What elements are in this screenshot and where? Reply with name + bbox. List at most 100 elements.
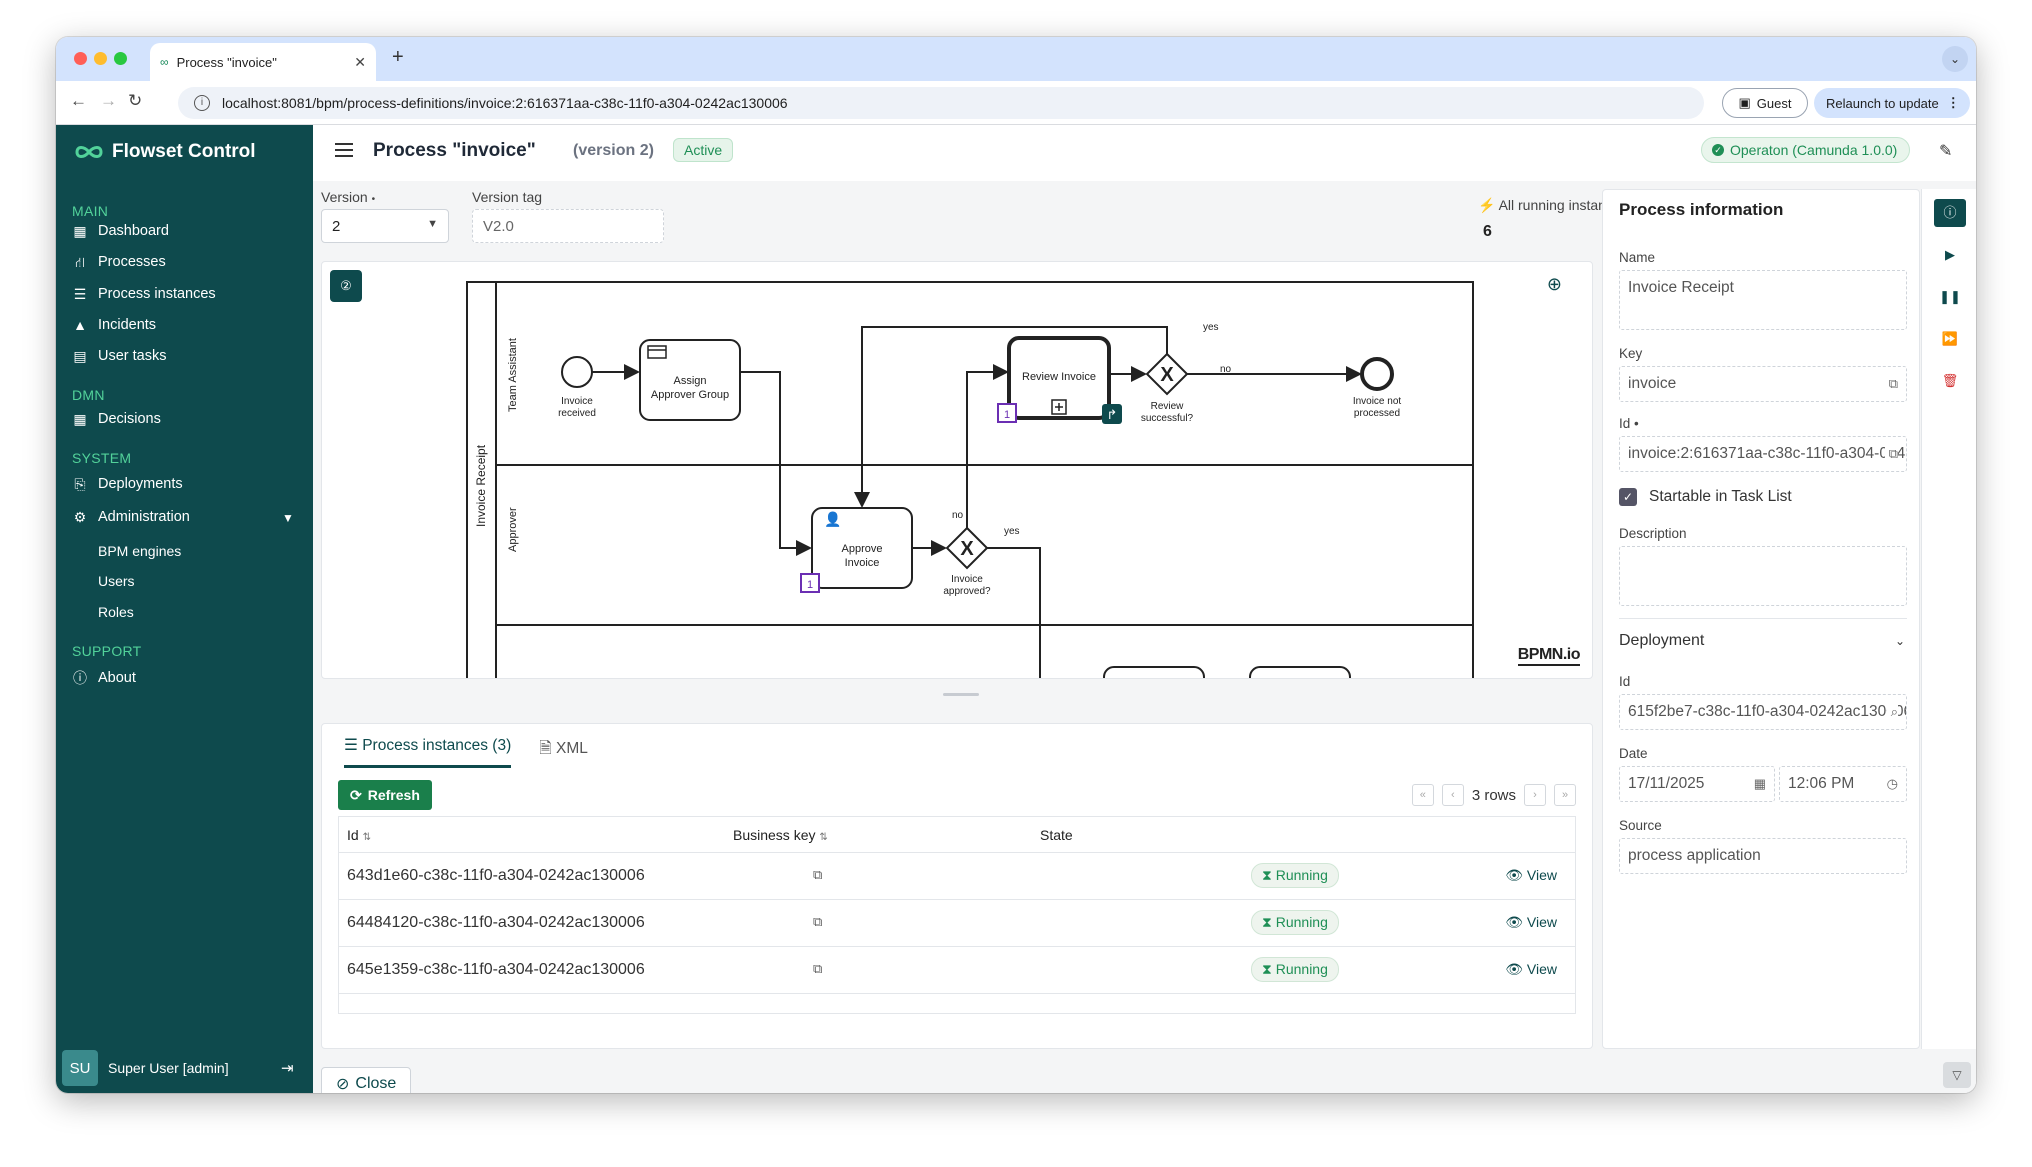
- pagination: « ‹ 3 rows › »: [1411, 784, 1576, 806]
- col-id[interactable]: Id ⇅: [347, 827, 371, 843]
- logout-icon[interactable]: ⇥: [281, 1060, 294, 1077]
- sidebar-item-about[interactable]: ⓘ About: [72, 670, 136, 686]
- guest-profile-button[interactable]: ▣ Guest: [1722, 88, 1808, 118]
- reload-icon[interactable]: ↻: [128, 91, 143, 110]
- sidebar-item-roles[interactable]: Roles: [98, 604, 134, 620]
- feedback-icon[interactable]: ▽: [1943, 1062, 1971, 1088]
- sidebar-item-administration[interactable]: ⚙ Administration: [72, 509, 190, 525]
- bpmn-io-logo[interactable]: BPMN.io: [1517, 646, 1581, 666]
- engine-badge[interactable]: ✓ Operaton (Camunda 1.0.0): [1701, 137, 1911, 163]
- new-tab-icon[interactable]: +: [392, 46, 404, 68]
- sidebar-item-processes[interactable]: ⛙ Processes: [72, 254, 166, 270]
- version-tag-field: V2.0: [472, 209, 664, 243]
- section-dmn: DMN: [72, 387, 105, 403]
- fast-forward-icon[interactable]: ⏩: [1941, 331, 1959, 346]
- copy-icon[interactable]: ⧉: [1884, 446, 1898, 462]
- refresh-button[interactable]: ⟳ Refresh: [338, 780, 432, 810]
- browser-tab[interactable]: ∞ Process "invoice" ✕: [150, 43, 376, 81]
- user-menu[interactable]: SU Super User [admin]: [62, 1043, 307, 1093]
- relaunch-button[interactable]: Relaunch to update ⋮: [1814, 88, 1970, 118]
- sidebar-item-label: Administration: [98, 509, 190, 525]
- site-info-icon[interactable]: i: [194, 95, 210, 111]
- sidebar-item-incidents[interactable]: ▲ Incidents: [72, 317, 156, 333]
- sidebar-item-label: Processes: [98, 254, 166, 270]
- close-button[interactable]: ⊘ Close: [321, 1067, 412, 1093]
- instance-id: 645e1359-c38c-11f0-a304-0242ac130006: [347, 961, 645, 978]
- svg-text:👤: 👤: [824, 511, 841, 528]
- version-label: Version •: [321, 189, 376, 205]
- url-input[interactable]: i localhost:8081/bpm/process-definitions…: [178, 87, 1704, 119]
- view-link[interactable]: 👁 View: [1505, 914, 1557, 930]
- svg-text:X: X: [1160, 364, 1174, 386]
- svg-text:processed: processed: [1354, 408, 1400, 419]
- chevron-down-icon[interactable]: ⌄: [1894, 634, 1905, 648]
- end-event: [1360, 357, 1394, 391]
- forward-icon[interactable]: →: [100, 91, 117, 110]
- svg-text:1: 1: [1004, 409, 1010, 421]
- copy-icon[interactable]: ⧉: [813, 914, 823, 929]
- prev-page-icon[interactable]: ‹: [1441, 784, 1464, 806]
- tab-xml[interactable]: 🗎 XML: [539, 740, 588, 757]
- close-window-button[interactable]: [74, 52, 87, 65]
- menu-toggle-icon[interactable]: [335, 143, 353, 157]
- name-field: Invoice Receipt: [1619, 270, 1907, 330]
- sidebar-item-deployments[interactable]: ⎘ Deployments: [72, 476, 182, 492]
- first-page-icon[interactable]: «: [1411, 784, 1434, 806]
- edit-icon[interactable]: ✎: [1939, 143, 1953, 160]
- deployment-id-field: 615f2be7-c38c-11f0-a304-0242ac130006 ⌕: [1619, 694, 1907, 730]
- table-row: 64484120-c38c-11f0-a304-0242ac130006 ⧉ ⧗…: [339, 900, 1575, 947]
- sidebar-item-dashboard[interactable]: ▦ Dashboard: [72, 223, 169, 239]
- section-system: SYSTEM: [72, 450, 132, 466]
- copy-icon[interactable]: ⧉: [813, 867, 823, 882]
- version-select[interactable]: 2 ▼: [321, 209, 449, 243]
- view-link[interactable]: 👁 View: [1505, 867, 1557, 883]
- copy-icon[interactable]: ⧉: [1884, 376, 1898, 392]
- play-icon[interactable]: ▶: [1945, 247, 1955, 262]
- svg-text:Review: Review: [1151, 401, 1185, 412]
- sidebar-item-users[interactable]: Users: [98, 573, 135, 589]
- last-page-icon[interactable]: »: [1554, 784, 1576, 806]
- key-label: Key: [1619, 346, 1643, 361]
- id-field: invoice:2:616371aa-c38c-11f0-a304-0242ac…: [1619, 436, 1907, 472]
- col-business-key[interactable]: Business key ⇅: [733, 827, 828, 843]
- instance-marker: [800, 573, 820, 593]
- sidebar-item-bpm-engines[interactable]: BPM engines: [98, 543, 182, 559]
- chevron-down-icon[interactable]: ▼: [282, 511, 294, 525]
- resize-handle[interactable]: [943, 693, 979, 696]
- bpmn-diagram[interactable]: ② Invoice Receipt Team Assistant Approve…: [321, 261, 1593, 679]
- tabs: ☰ Process instances (3) 🗎 XML: [344, 736, 588, 768]
- startable-checkbox[interactable]: ✓: [1619, 488, 1637, 506]
- sidebar-item-decisions[interactable]: ▦ Decisions: [72, 411, 160, 427]
- copy-icon[interactable]: ⧉: [813, 961, 823, 976]
- svg-text:Invoice: Invoice: [561, 396, 593, 407]
- tab-process-instances[interactable]: ☰ Process instances (3): [344, 736, 512, 768]
- close-tab-icon[interactable]: ✕: [354, 53, 366, 70]
- svg-text:Invoice: Invoice: [951, 574, 983, 585]
- info-icon[interactable]: ⓘ: [1934, 199, 1966, 227]
- brand[interactable]: Flowset Control: [74, 141, 256, 163]
- deployment-section-toggle[interactable]: Deployment: [1619, 632, 1705, 649]
- recenter-icon[interactable]: ⊕: [1546, 274, 1562, 294]
- view-link[interactable]: 👁 View: [1505, 961, 1557, 977]
- trash-icon[interactable]: 🗑: [1941, 373, 1959, 388]
- sidebar-item-process-instances[interactable]: ☰ Process instances: [72, 286, 216, 302]
- browser-addressbar: ← → ↻ i localhost:8081/bpm/process-defin…: [56, 81, 1976, 125]
- pause-icon[interactable]: ❚❚: [1939, 289, 1961, 304]
- list-icon: ☰: [73, 286, 87, 302]
- rows-count: 3 rows: [1471, 786, 1516, 804]
- next-page-icon[interactable]: ›: [1524, 784, 1546, 806]
- back-icon[interactable]: ←: [70, 91, 87, 110]
- search-icon[interactable]: ⌕: [1886, 704, 1898, 720]
- section-main: MAIN: [72, 203, 109, 219]
- date-label: Date: [1619, 746, 1648, 761]
- instance-count-icon[interactable]: ②: [330, 270, 362, 302]
- tab-search-icon[interactable]: ⌄: [1942, 46, 1968, 72]
- instance-id: 643d1e60-c38c-11f0-a304-0242ac130006: [347, 867, 645, 884]
- more-vert-icon[interactable]: ⋮: [1946, 95, 1960, 110]
- maximize-window-button[interactable]: [114, 52, 127, 65]
- browser-window: ∞ Process "invoice" ✕ + ⌄ ← → ↻ i localh…: [56, 37, 1976, 1093]
- sidebar-item-user-tasks[interactable]: ▤ User tasks: [72, 348, 166, 364]
- version-value: 2: [332, 218, 341, 235]
- minimize-window-button[interactable]: [94, 52, 107, 65]
- svg-text:yes: yes: [1203, 322, 1219, 333]
